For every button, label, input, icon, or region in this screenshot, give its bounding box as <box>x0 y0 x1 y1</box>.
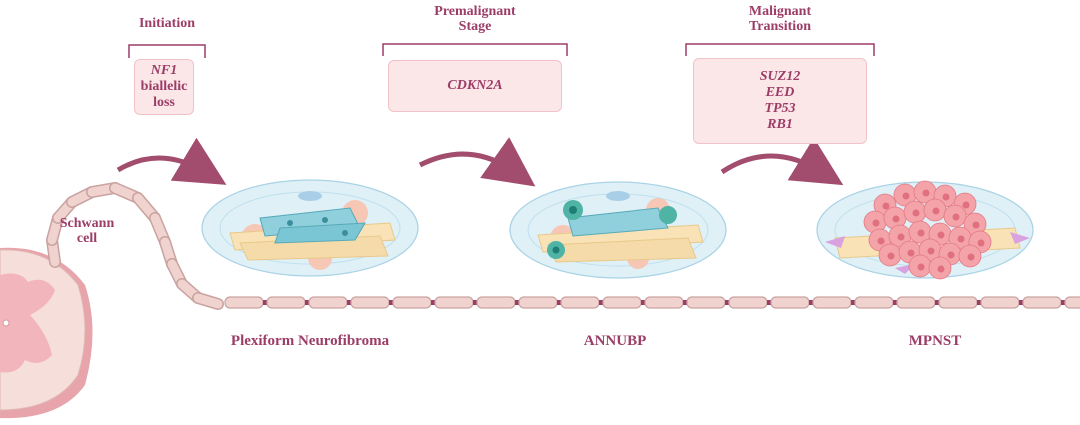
tumor-cell-nucleus <box>907 249 915 257</box>
biallelic-label: biallelic <box>140 79 188 94</box>
premalignant-gene-box: CDKN2A <box>388 60 562 112</box>
nerve-segment <box>1022 296 1062 309</box>
nerve-segment <box>854 296 894 309</box>
malignant-bracket <box>685 43 875 56</box>
nerve-segment <box>686 296 726 309</box>
nerve-segment <box>434 296 474 309</box>
tumor-cell-nucleus <box>887 252 895 260</box>
tumor-cell-nucleus <box>902 192 910 200</box>
nerve-segment <box>518 296 558 309</box>
nf1-gene-label: NF1 <box>150 63 178 78</box>
schwann-nerve-fiber <box>46 182 1080 310</box>
tumor-cell-nucleus <box>967 253 975 261</box>
node-of-ranvier <box>641 300 645 305</box>
rb1-gene-label: RB1 <box>767 117 793 132</box>
nerve-segment <box>560 296 600 309</box>
tumor-cell-nucleus <box>927 247 935 255</box>
nerve-segment <box>728 296 768 309</box>
mpnst-illustration <box>816 180 1034 280</box>
stage-title-initiation: Initiation <box>138 16 195 31</box>
nerve-segment <box>1064 296 1080 309</box>
node-of-ranvier <box>767 300 771 305</box>
tumor-cell-nucleus <box>912 209 920 217</box>
nerve-segment <box>896 296 936 309</box>
tumor-cell-nucleus <box>932 207 940 215</box>
nerve-segment <box>644 296 684 309</box>
node-of-ranvier <box>935 300 939 305</box>
node-of-ranvier <box>1061 300 1065 305</box>
nerve-segment <box>980 296 1020 309</box>
tumor-cell-nucleus <box>917 263 925 271</box>
tp53-gene-label: TP53 <box>764 101 796 116</box>
node-of-ranvier <box>557 300 561 305</box>
arrow-malignant <box>720 137 844 186</box>
node-of-ranvier <box>431 300 435 305</box>
tumor-cell-nucleus <box>937 231 945 239</box>
loss-label: loss <box>153 95 175 110</box>
initiation-gene-box: NF1 biallelic loss <box>134 59 194 115</box>
nerve-segment <box>392 296 432 309</box>
node-of-ranvier <box>683 300 687 305</box>
tumor-cell-nucleus <box>877 237 885 245</box>
nerve-segment <box>770 296 810 309</box>
annubp-label: ANNUBP <box>583 333 647 349</box>
plexiform-neurofibroma-label: Plexiform Neurofibroma <box>230 333 390 349</box>
node-of-ranvier <box>473 300 477 305</box>
nerve-segment <box>350 296 390 309</box>
schwann-cell-label: Schwann cell <box>59 216 115 246</box>
tumor-cell-nucleus <box>917 229 925 237</box>
tumor-cell-nucleus <box>962 201 970 209</box>
node-of-ranvier <box>893 300 897 305</box>
suz12-gene-label: SUZ12 <box>759 69 801 84</box>
tumor-cell-nucleus <box>942 193 950 201</box>
arrow-premalignant <box>418 137 536 187</box>
node-of-ranvier <box>1019 300 1023 305</box>
tumor-cell-nucleus <box>972 221 980 229</box>
nerve-segment <box>193 293 223 309</box>
nerve-segment <box>602 296 642 309</box>
plexiform-neurofibroma-illustration <box>201 179 419 277</box>
stage-title-malignant: Malignant Transition <box>748 4 812 34</box>
tumor-cell-nucleus <box>882 202 890 210</box>
cdkn2a-gene-label: CDKN2A <box>447 78 503 93</box>
node-of-ranvier <box>347 300 351 305</box>
spinal-cord-icon <box>0 247 93 419</box>
tumor-cell-nucleus <box>952 213 960 221</box>
eed-gene-label: EED <box>765 85 795 100</box>
node-of-ranvier <box>305 300 309 305</box>
nerve-segment <box>476 296 516 309</box>
nerve-segment <box>308 296 348 309</box>
nerve-segment <box>812 296 852 309</box>
node-of-ranvier <box>389 300 393 305</box>
tumor-cell-nucleus <box>937 265 945 273</box>
nerve-segment <box>938 296 978 309</box>
node-of-ranvier <box>809 300 813 305</box>
node-of-ranvier <box>263 300 267 305</box>
mpnst-label: MPNST <box>908 333 962 349</box>
node-of-ranvier <box>851 300 855 305</box>
tumor-cell-nucleus <box>892 215 900 223</box>
node-of-ranvier <box>515 300 519 305</box>
tumor-cell-nucleus <box>957 235 965 243</box>
annubp-illustration <box>509 181 727 279</box>
tumor-cell-nucleus <box>922 189 930 197</box>
arrow-initiation <box>116 137 227 185</box>
tumor-cell-nucleus <box>872 219 880 227</box>
tumor-cell-nucleus <box>947 251 955 259</box>
node-of-ranvier <box>725 300 729 305</box>
node-of-ranvier <box>599 300 603 305</box>
initiation-bracket <box>128 44 206 58</box>
tumor-cell-nucleus <box>977 239 985 247</box>
nerve-segment <box>266 296 306 309</box>
tumor-cell-nucleus <box>897 233 905 241</box>
premalignant-bracket <box>382 43 568 56</box>
nerve-segment <box>224 296 264 309</box>
node-of-ranvier <box>977 300 981 305</box>
malignant-gene-box: SUZ12 EED TP53 RB1 <box>693 58 867 144</box>
stage-title-premalignant: Premalignant Stage <box>434 4 516 34</box>
